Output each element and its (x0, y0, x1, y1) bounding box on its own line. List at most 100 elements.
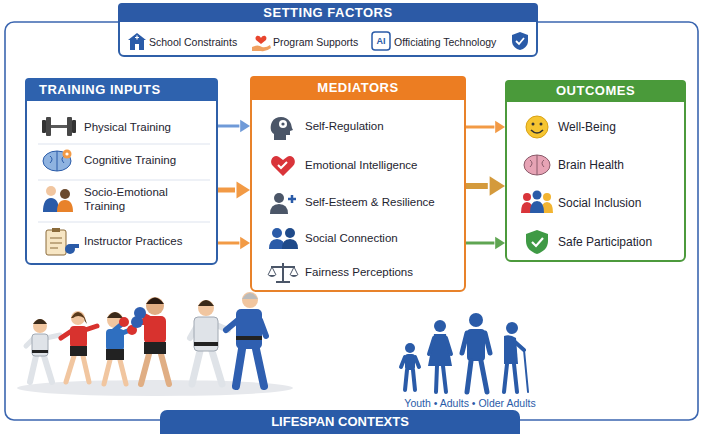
people-icon-part (60, 189, 70, 199)
arrow-head (495, 237, 505, 249)
item-text: Well-Being (558, 111, 680, 143)
safety-shield-icon-part (532, 238, 543, 246)
martial-arts-illustration-part (141, 354, 169, 384)
lifespan-silhouettes-part (401, 357, 419, 390)
item-text: School Constraints (149, 32, 247, 52)
school-icon-part (130, 40, 144, 50)
lifespan-caption: Youth • Adults • Older Adults (375, 396, 565, 411)
item-text: Fairness Perceptions (305, 257, 460, 289)
two-people-icon-part (269, 239, 285, 249)
martial-arts-illustration-part (71, 311, 85, 325)
heart-icon (271, 156, 295, 176)
martial-arts-illustration (17, 292, 293, 396)
shield-icon (512, 32, 528, 50)
group-icon-part (541, 202, 553, 213)
item-text: Instructor Practices (84, 226, 210, 258)
flow-arrow (218, 120, 250, 132)
martial-arts-illustration-part (242, 293, 258, 299)
item-text: Cognitive Training (84, 145, 210, 177)
people-icon-part (46, 186, 56, 196)
setting-factors-box: SETTING FACTORSSchool ConstraintsProgram… (118, 3, 538, 57)
arrow-head (240, 120, 250, 132)
clipboard-icon-part (46, 230, 66, 255)
martial-arts-illustration-part (106, 349, 124, 360)
martial-arts-illustration-part (192, 351, 222, 384)
brain-gear-icon-part (63, 150, 72, 159)
dumbbell-icon-part (72, 120, 76, 133)
outer-frame (5, 22, 698, 420)
arrow-head (240, 237, 250, 249)
row-separator-part (38, 144, 210, 222)
brain-gear-icon-part (43, 151, 71, 171)
people-icon (43, 186, 73, 212)
clipboard-icon (46, 228, 79, 255)
two-people-icon-part (282, 239, 298, 249)
martial-arts-illustration-part (236, 349, 264, 386)
item-text: Officiating Technology (394, 32, 512, 52)
header-text: SETTING FACTORS (118, 3, 538, 22)
people-icon-part (43, 198, 59, 212)
group-icon-part (530, 201, 544, 213)
item-text: Physical Training (84, 112, 210, 144)
safety-shield-icon-part (526, 230, 548, 254)
group-icon-part (543, 193, 551, 201)
smiley-icon-part (531, 130, 543, 133)
item-text: Safe Participation (558, 226, 680, 258)
martial-arts-illustration-part (70, 346, 87, 356)
martial-arts-illustration-part (194, 317, 218, 351)
clipboard-icon-part (65, 244, 75, 254)
person-plus-icon-part (288, 195, 296, 203)
martial-arts-illustration-part (146, 298, 164, 305)
lifespan-silhouettes-part (405, 354, 415, 370)
martial-arts-illustration-part (131, 316, 143, 328)
header-text: MEDIATORS (250, 76, 466, 100)
dumbbell-icon (42, 117, 76, 136)
martial-arts-illustration-part (26, 335, 60, 346)
brain-icon-part (524, 155, 550, 175)
arrow-head (490, 176, 505, 196)
martial-arts-illustration-part (137, 314, 148, 322)
martial-arts-illustration-part (17, 380, 293, 396)
flow-arrow (466, 121, 505, 133)
dumbbell-icon-part (46, 117, 51, 136)
brain-gear-icon-part (50, 151, 64, 171)
martial-arts-illustration-part (66, 356, 89, 382)
header-text: TRAINING INPUTS (25, 78, 218, 101)
martial-arts-illustration-part (119, 317, 129, 327)
lifespan-silhouettes-part (469, 313, 483, 327)
lifespan-silhouettes-part (524, 350, 528, 392)
martial-arts-illustration-part (236, 309, 262, 349)
martial-arts-illustration-part (107, 312, 123, 328)
arrow-shaft (466, 183, 488, 189)
hand-heart-icon-part (256, 36, 267, 44)
lifespan-silhouettes-part (504, 342, 524, 392)
shield-icon-part (512, 32, 528, 50)
lifespan-contexts-tab: LIFESPAN CONTEXTS (160, 410, 520, 434)
arrow-head (495, 121, 505, 133)
martial-arts-illustration-part (194, 342, 218, 346)
clipboard-icon-part (50, 238, 62, 248)
school-icon (128, 33, 146, 50)
row-separator (38, 144, 210, 222)
martial-arts-illustration-part (33, 319, 47, 333)
two-people-icon (269, 228, 298, 249)
school-icon-part (135, 44, 139, 50)
shield-icon-part (516, 38, 524, 44)
clipboard-icon-part (52, 228, 60, 232)
martial-arts-illustration-part (198, 300, 214, 306)
flow-arrow (466, 237, 505, 249)
dumbbell-icon-part (51, 125, 67, 128)
people-icon-part (57, 200, 73, 212)
hand-heart-icon (252, 36, 271, 51)
lifespan-silhouettes-part (405, 343, 415, 353)
lifespan-silhouettes-part (467, 329, 485, 361)
martial-arts-illustration-part (71, 312, 87, 324)
smiley-icon-part (540, 123, 543, 126)
arrow-head (237, 181, 251, 198)
item-text: Self-Regulation (305, 111, 460, 143)
lifespan-silhouettes (401, 313, 528, 392)
lifespan-silhouettes-part (429, 338, 451, 392)
outcomes-box: OUTCOMESWell-BeingBrain HealthSocial Inc… (505, 80, 686, 262)
